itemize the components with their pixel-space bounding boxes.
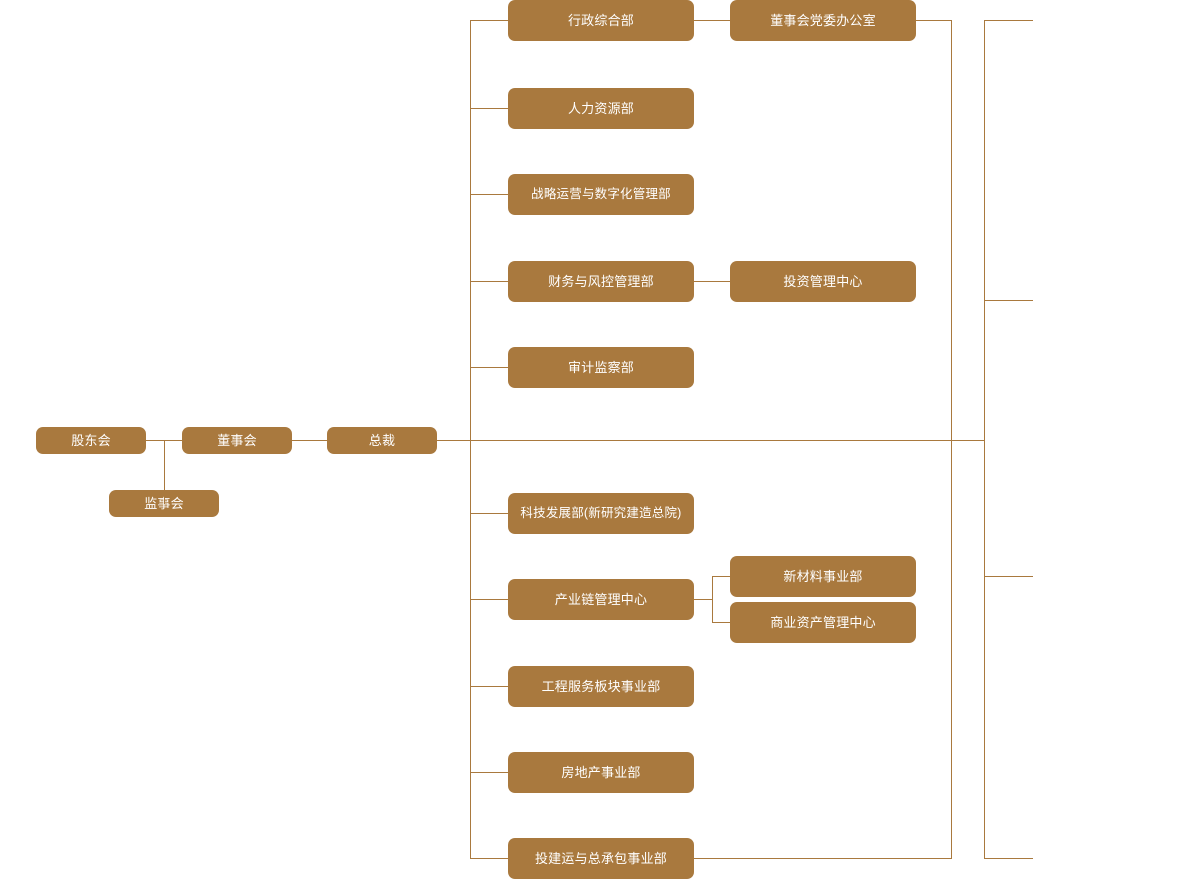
connector-chain-fork bbox=[712, 576, 713, 623]
node-dept-upper-4[interactable]: 审计监察部 bbox=[508, 347, 694, 388]
connector-president-spine bbox=[437, 440, 984, 441]
rail-outer-upper-group-stub bbox=[984, 300, 1033, 301]
branch-stub-lower-0 bbox=[470, 513, 508, 514]
connector-chain-stem bbox=[694, 599, 712, 600]
connector-supervisors-drop bbox=[164, 440, 165, 504]
main-spine bbox=[470, 20, 471, 859]
rail-inner-bottom-stub bbox=[694, 858, 951, 859]
connector-finance-to-investment bbox=[694, 281, 730, 282]
node-sub-investment-center[interactable]: 投资管理中心 bbox=[730, 261, 916, 302]
rail-inner-top-stub bbox=[916, 20, 951, 21]
node-sub-commercial-assets[interactable]: 商业资产管理中心 bbox=[730, 602, 916, 643]
branch-stub-upper-3 bbox=[470, 281, 508, 282]
node-sub-new-materials[interactable]: 新材料事业部 bbox=[730, 556, 916, 597]
connector-chain-to-new-materials bbox=[712, 576, 730, 577]
rail-inner-vertical bbox=[951, 20, 952, 859]
node-dept-upper-1[interactable]: 人力资源部 bbox=[508, 88, 694, 129]
connector-admin-to-party-office bbox=[694, 20, 730, 21]
node-board[interactable]: 董事会 bbox=[182, 427, 292, 454]
node-dept-lower-0[interactable]: 科技发展部(新研究建造总院) bbox=[508, 493, 694, 534]
node-shareholders[interactable]: 股东会 bbox=[36, 427, 146, 454]
branch-stub-upper-1 bbox=[470, 108, 508, 109]
node-dept-upper-3[interactable]: 财务与风控管理部 bbox=[508, 261, 694, 302]
branch-stub-upper-0 bbox=[470, 20, 508, 21]
branch-stub-lower-3 bbox=[470, 772, 508, 773]
node-dept-lower-2[interactable]: 工程服务板块事业部 bbox=[508, 666, 694, 707]
connector-board-president bbox=[292, 440, 327, 441]
node-president[interactable]: 总裁 bbox=[327, 427, 437, 454]
rail-outer-lower-group-stub bbox=[984, 576, 1033, 577]
node-dept-lower-4[interactable]: 投建运与总承包事业部 bbox=[508, 838, 694, 879]
node-dept-upper-2[interactable]: 战略运营与数字化管理部 bbox=[508, 174, 694, 215]
node-sub-board-party-office[interactable]: 董事会党委办公室 bbox=[730, 0, 916, 41]
rail-outer-bottom-stub bbox=[984, 858, 1033, 859]
connector-chain-to-commercial-assets bbox=[712, 622, 730, 623]
branch-stub-lower-2 bbox=[470, 686, 508, 687]
branch-stub-lower-4 bbox=[470, 858, 508, 859]
node-dept-upper-0[interactable]: 行政综合部 bbox=[508, 0, 694, 41]
rail-outer-top-stub bbox=[984, 20, 1033, 21]
branch-stub-upper-4 bbox=[470, 367, 508, 368]
branch-stub-upper-2 bbox=[470, 194, 508, 195]
node-dept-lower-1[interactable]: 产业链管理中心 bbox=[508, 579, 694, 620]
rail-outer-vertical bbox=[984, 20, 985, 859]
branch-stub-lower-1 bbox=[470, 599, 508, 600]
node-dept-lower-3[interactable]: 房地产事业部 bbox=[508, 752, 694, 793]
